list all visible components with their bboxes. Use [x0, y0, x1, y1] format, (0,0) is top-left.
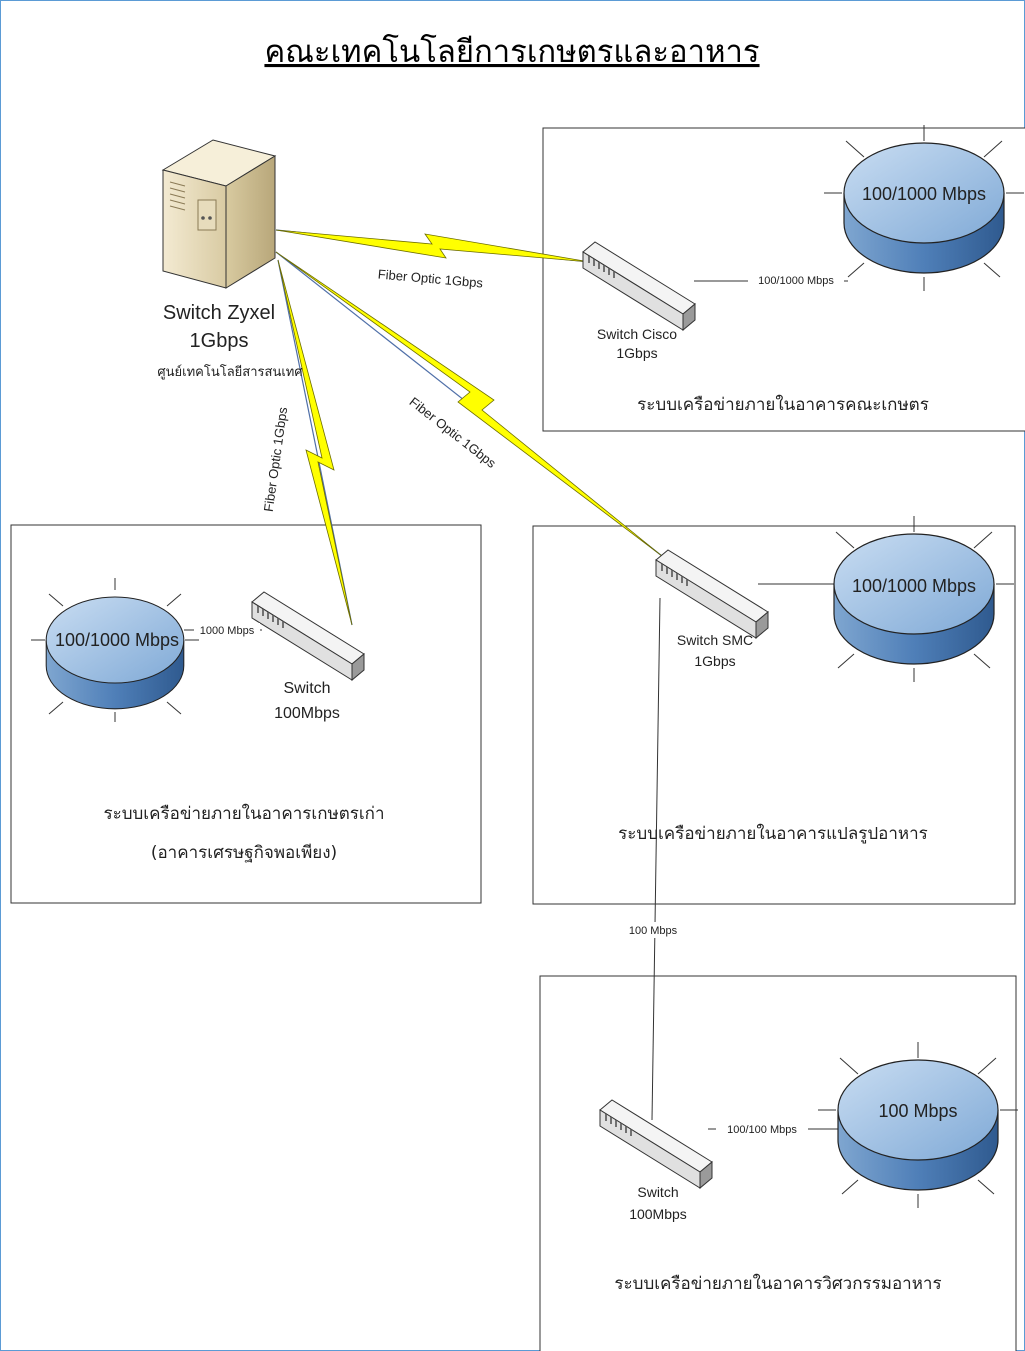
link-smc-eng	[651, 597, 661, 1121]
building-caption-food: ระบบเครือข่ายภายในอาคารแปลรูปอาหาร	[618, 823, 928, 844]
building-caption-old: ระบบเครือข่ายภายในอาคารเกษตรเก่า	[103, 803, 384, 824]
building-caption-eng: ระบบเครือข่ายภายในอาคารวิศวกรรมอาหาร	[614, 1273, 941, 1294]
building-caption-agri: ระบบเครือข่ายภายในอาคารคณะเกษตร	[637, 394, 929, 415]
switch-label-old-line2: 100Mbps	[274, 705, 340, 722]
switch-label-smc-line1: Switch SMC	[677, 632, 753, 648]
page-title: คณะเทคโนโลยีการเกษตรและอาหาร	[264, 34, 759, 70]
switch-label-cisco-line2: 1Gbps	[616, 345, 657, 361]
building-caption-old-line2: (อาคารเศรษฐกิจพอเพียง)	[151, 843, 337, 863]
core-name-line2: 1Gbps	[190, 330, 249, 352]
lan-disk-eng	[818, 1042, 1018, 1208]
lan-label-old: 100/1000 Mbps	[55, 630, 179, 650]
core-name-line1: Switch Zyxel	[163, 302, 275, 324]
switch-label-cisco-line1: Switch Cisco	[597, 326, 677, 342]
switch-label-eng-line1: Switch	[637, 1184, 678, 1200]
server-tower-icon	[161, 139, 277, 289]
lan-disk-agri	[824, 125, 1024, 291]
core-location: ศูนย์เทคโนโลยีสารสนเทศ	[157, 364, 303, 380]
lan-disk-old	[31, 578, 199, 722]
lan-label-eng: 100 Mbps	[878, 1101, 957, 1121]
lan-link-label-cisco: 100/1000 Mbps	[758, 275, 834, 287]
lan-label-food: 100/1000 Mbps	[852, 576, 976, 596]
lan-link-label-old: 1000 Mbps	[200, 625, 255, 637]
link-label-smc-eng: 100 Mbps	[629, 925, 678, 937]
lan-link-label-eng: 100/100 Mbps	[727, 1124, 797, 1136]
lan-disk-food	[814, 516, 1014, 682]
fiber-link-old	[277, 259, 353, 626]
building-box-old	[10, 524, 482, 904]
switch-label-eng-line2: 100Mbps	[629, 1206, 687, 1222]
lan-label-agri: 100/1000 Mbps	[862, 184, 986, 204]
switch-label-old-line1: Switch	[283, 680, 330, 697]
switch-label-smc-line2: 1Gbps	[694, 653, 735, 669]
fiber-label-cisco: Fiber Optic 1Gbps	[377, 266, 484, 290]
fiber-label-old: Fiber Optic 1Gbps	[261, 406, 291, 513]
